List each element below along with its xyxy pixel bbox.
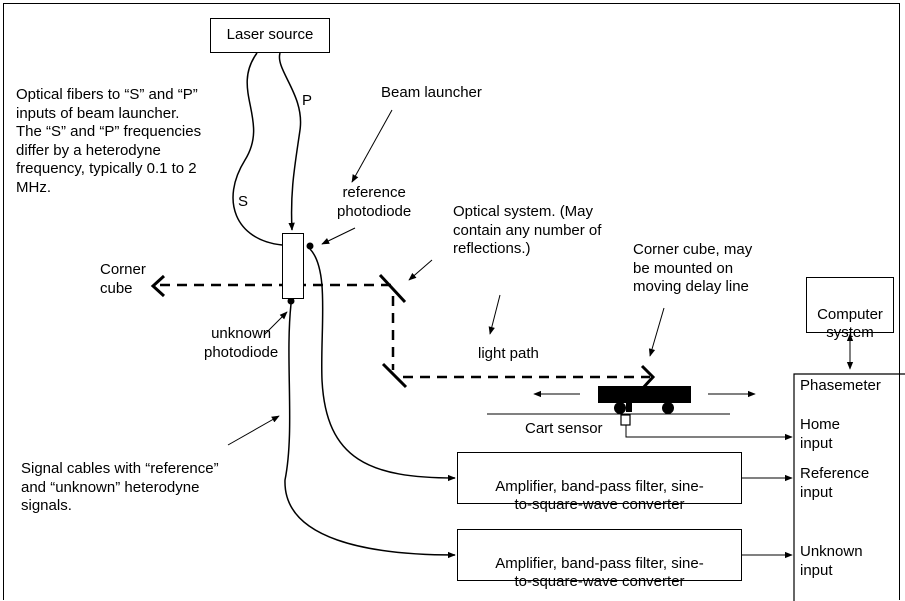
cart-wheel-right [662,402,674,414]
cart-body [598,386,691,403]
computer-system-box: Computer system [806,277,894,341]
amplifier-2-label: Amplifier, band-pass filter, sine- to-sq… [495,554,704,591]
unknown-photodiode-label: unknown photodiode [204,325,279,361]
cart-post [626,403,632,412]
mirror-top [378,273,407,304]
reference-photodiode-label: reference photodiode [337,184,412,220]
corner-cube-left-icon [150,274,166,298]
fiber-s [232,52,283,246]
phasemeter-label: Phasemeter [800,377,881,394]
light-path-label: light path [478,345,539,362]
beam-launcher-box [282,233,304,299]
computer-system-label: Computer system [817,305,883,342]
reference-photodiode-dot [306,242,314,250]
optical-fibers-note: Optical fibers to “S” and “P” inputs of … [16,86,202,196]
laser-source-label: Laser source [226,26,314,43]
arrow-corner-cube-right [648,307,665,357]
diagram-frame [3,3,900,600]
cable-unknown [284,303,456,559]
arrow-light-path [488,294,501,335]
phasemeter-outline [793,373,905,601]
signal-cables-label: Signal cables with “reference” and “unkn… [21,460,219,514]
amplifier-box-1: Amplifier, band-pass filter, sine- to-sq… [457,452,742,513]
cart-sensor-box [620,414,631,426]
optical-system-label: Optical system. (May contain any number … [453,203,602,257]
arrow-optical-system [408,259,433,281]
cable-reference [309,248,456,482]
unknown-input-label: Unknown input [800,543,863,579]
beam-launcher-label: Beam launcher [381,84,482,101]
amplifier-box-2: Amplifier, band-pass filter, sine- to-sq… [457,529,742,590]
corner-cube-right-label: Corner cube, may be mounted on moving de… [633,241,753,295]
home-signal-line [625,425,793,441]
arrow-unknown-photodiode [263,311,288,336]
amplifier-1-label: Amplifier, band-pass filter, sine- to-sq… [495,477,704,514]
mirror-bottom [381,362,408,389]
corner-cube-left-label: Corner cube [100,261,146,297]
home-input-label: Home input [800,416,841,452]
corner-cube-right-icon [640,364,656,391]
fiber-p [278,52,302,231]
cart-wheel-left [614,402,626,414]
arrow-signal-cables [227,415,280,446]
arrow-beam-launcher [351,109,393,183]
laser-source-box: Laser source [210,18,330,53]
arrow-reference-photodiode [321,227,356,245]
unknown-photodiode-dot [287,297,295,305]
reference-input-label: Reference input [800,465,870,501]
fiber-s-label: S [238,193,249,210]
fiber-p-label: P [302,92,313,109]
cart-sensor-label: Cart sensor [525,420,603,437]
